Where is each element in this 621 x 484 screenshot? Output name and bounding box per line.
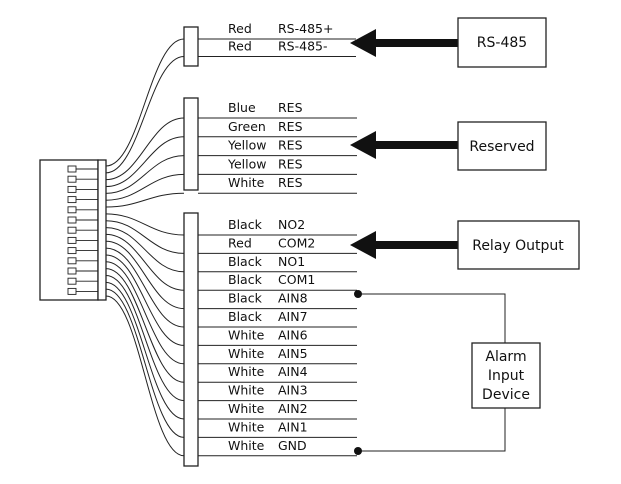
connector-pin	[67, 175, 77, 183]
fanout-wire	[105, 261, 185, 365]
reserved-box-label: Reserved	[469, 139, 534, 155]
fanout-wire	[105, 213, 185, 236]
fanout-wires	[105, 38, 185, 457]
alarm-input-device-box: Alarm Input Device	[471, 342, 541, 409]
reserved-box: Reserved	[457, 121, 547, 171]
wire-signal-label: RS-485+	[278, 21, 333, 36]
relay-output-box: Relay Output	[457, 220, 580, 270]
fanout-wire	[105, 117, 185, 181]
connector-pin	[67, 287, 77, 295]
fanout-wire	[105, 268, 185, 383]
main-connector	[39, 159, 107, 301]
wire-signal-label: AIN4	[278, 364, 308, 379]
fanout-wire	[105, 56, 185, 174]
wire-signal-label: NO2	[278, 217, 305, 232]
fanout-wire	[105, 220, 185, 254]
fanout-wire	[105, 274, 185, 402]
wire-color-label: Yellow	[227, 138, 266, 153]
wire-color-label: White	[228, 401, 265, 416]
fanout-wire	[105, 227, 185, 273]
rs485-box-label: RS-485	[477, 35, 527, 51]
fanout-wire	[105, 155, 185, 194]
arrow-reserved	[350, 131, 460, 159]
connector-pin	[67, 247, 77, 255]
wire-signal-label: AIN1	[278, 419, 308, 434]
wire-color-label: Black	[228, 217, 263, 232]
wire-color-label: Black	[228, 309, 263, 324]
wire-color-label: Red	[228, 235, 252, 250]
connector-pin	[67, 226, 77, 234]
wire-signal-label: RS-485-	[278, 39, 328, 54]
fanout-wire	[105, 281, 185, 420]
wire-color-label: Red	[228, 21, 252, 36]
connector-pins	[67, 165, 98, 295]
alarm-connection-lines	[354, 290, 506, 455]
connector-pin	[67, 185, 77, 193]
arrow-rs485	[350, 29, 460, 57]
fanout-wire	[105, 240, 185, 310]
fanout-wire	[105, 136, 185, 188]
wire-color-label: White	[228, 346, 265, 361]
connector-pin	[67, 196, 77, 204]
wire-signal-label: AIN6	[278, 327, 308, 342]
wire-signal-label: AIN5	[278, 346, 308, 361]
fanout-wire	[105, 247, 185, 328]
wire-color-label: Yellow	[227, 156, 266, 171]
wire-signal-label: AIN7	[278, 309, 308, 324]
wire-signal-label: AIN8	[278, 291, 308, 306]
wire-signal-label: RES	[278, 175, 303, 190]
wire-signal-label: RES	[278, 100, 303, 115]
wire-color-label: Red	[228, 39, 252, 54]
alarm-box-line-1: Alarm	[485, 349, 526, 365]
connector-flange	[97, 159, 107, 301]
fanout-wire	[105, 288, 185, 438]
wire-signal-label: RES	[278, 156, 303, 171]
wire-color-label: Black	[228, 291, 263, 306]
alarm-box-line-3: Device	[482, 387, 530, 403]
connector-pin	[67, 277, 77, 285]
alarm-box-line-2: Input	[488, 368, 525, 384]
wire-color-label: White	[228, 438, 265, 453]
terminal-block-relay-alarm	[183, 212, 199, 467]
wire-signal-label: AIN2	[278, 401, 308, 416]
connector-pin	[67, 267, 77, 275]
connector-pin	[67, 216, 77, 224]
wire-color-label: White	[228, 364, 265, 379]
wire-signal-label: RES	[278, 119, 303, 134]
wire-color-label: Black	[228, 272, 263, 287]
wire-signal-label: AIN3	[278, 383, 308, 398]
fanout-wire	[105, 38, 185, 167]
fanout-wire	[105, 254, 185, 346]
relay-output-box-label: Relay Output	[472, 238, 564, 254]
junction-dot-ain8	[354, 290, 362, 298]
wire-color-label: White	[228, 383, 265, 398]
wire-signal-label: GND	[278, 438, 307, 453]
fanout-wire	[105, 295, 185, 457]
wire-color-label: Green	[228, 119, 266, 134]
wire-signal-label: COM2	[278, 235, 315, 250]
fanout-wire	[105, 233, 185, 291]
junction-dot-gnd	[354, 447, 362, 455]
terminal-block-rs485	[183, 26, 199, 67]
wire-signal-label: RES	[278, 138, 303, 153]
fanout-wire	[105, 173, 185, 201]
wire-color-label: Blue	[228, 100, 256, 115]
wire-color-label: White	[228, 327, 265, 342]
connector-pin	[67, 206, 77, 214]
fanout-wire	[105, 192, 185, 208]
connector-pin	[67, 257, 77, 265]
wire-color-label: White	[228, 419, 265, 434]
wire-color-label: White	[228, 175, 265, 190]
terminal-block-reserved	[183, 97, 199, 191]
connector-pin	[67, 236, 77, 244]
connector-pin	[67, 165, 77, 173]
wire-signal-label: NO1	[278, 254, 305, 269]
wire-signal-label: COM1	[278, 272, 315, 287]
rs485-box: RS-485	[457, 17, 547, 68]
wire-color-label: Black	[228, 254, 263, 269]
arrow-relay	[350, 231, 460, 259]
